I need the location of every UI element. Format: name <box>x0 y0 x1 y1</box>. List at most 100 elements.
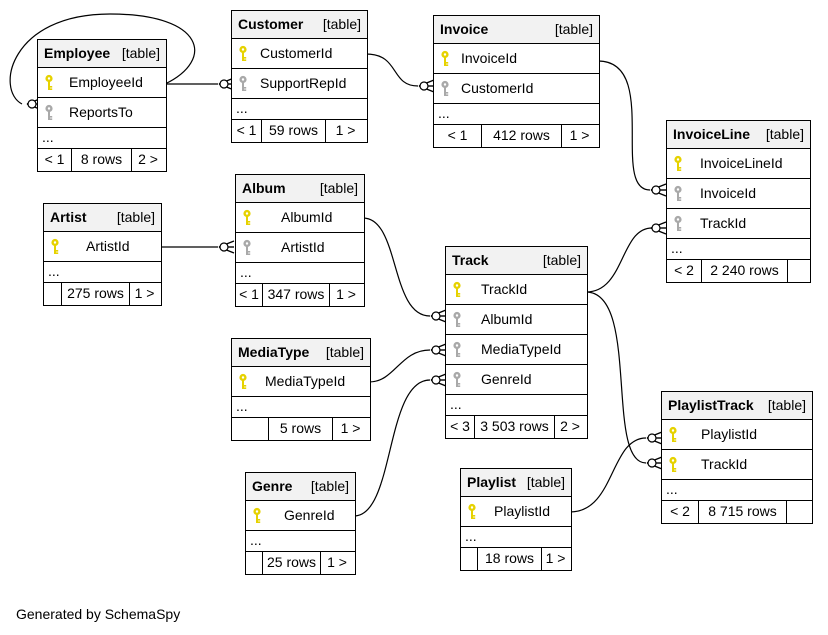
column-row[interactable]: ArtistId <box>236 233 364 263</box>
parent-count[interactable] <box>246 552 263 574</box>
child-count[interactable]: 2 > <box>138 151 158 167</box>
child-count[interactable]: 1 > <box>134 285 155 301</box>
column-name[interactable]: ArtistId <box>86 238 130 254</box>
column-name[interactable]: MediaTypeId <box>265 373 346 389</box>
table-name[interactable]: MediaType <box>238 344 310 360</box>
column-name[interactable]: TrackId <box>701 456 748 472</box>
more-columns-ellipsis: ... <box>667 239 810 260</box>
column-row[interactable]: InvoiceLineId <box>667 149 810 179</box>
rel-employee-reportsto <box>9 13 196 105</box>
column-name[interactable]: InvoiceId <box>700 185 757 201</box>
column-row[interactable]: InvoiceId <box>667 179 810 209</box>
table-type-label: [table] <box>121 45 160 61</box>
column-row[interactable]: EmployeeId <box>38 68 166 98</box>
foreign-key-icon <box>452 371 462 389</box>
table-name[interactable]: Artist <box>50 209 87 225</box>
column-name[interactable]: GenreId <box>284 507 335 523</box>
column-row[interactable]: GenreId <box>446 365 587 395</box>
column-row[interactable]: ReportsTo <box>38 98 166 128</box>
parent-count[interactable]: < 2 <box>662 501 699 523</box>
child-count[interactable] <box>788 260 808 282</box>
column-row[interactable]: ArtistId <box>44 232 161 262</box>
column-row[interactable]: AlbumId <box>236 203 364 233</box>
table-type-label: [table] <box>542 252 581 268</box>
parent-count[interactable] <box>461 548 478 570</box>
column-name[interactable]: AlbumId <box>281 209 333 225</box>
parent-count[interactable]: < 1 <box>434 125 482 147</box>
column-row[interactable]: CustomerId <box>434 74 599 104</box>
column-name[interactable]: SupportRepId <box>260 75 347 91</box>
column-name[interactable]: InvoiceId <box>461 50 518 66</box>
table-name[interactable]: Playlist <box>467 474 517 490</box>
column-row[interactable]: SupportRepId <box>232 69 367 99</box>
table-name[interactable]: Album <box>242 180 286 196</box>
child-count[interactable]: 1 > <box>336 286 356 302</box>
column-name[interactable]: TrackId <box>700 215 747 231</box>
column-row[interactable]: MediaTypeId <box>232 367 370 397</box>
row-count: 59 rows <box>262 120 326 142</box>
child-count[interactable]: 1 > <box>569 127 590 143</box>
parent-count[interactable]: < 1 <box>38 149 72 171</box>
column-name[interactable]: MediaTypeId <box>481 341 562 357</box>
table-name[interactable]: InvoiceLine <box>673 126 751 142</box>
parent-count[interactable]: < 3 <box>446 416 475 438</box>
column-name[interactable]: CustomerId <box>260 45 333 61</box>
parent-count[interactable] <box>232 418 269 440</box>
column-row[interactable]: PlaylistId <box>461 497 571 527</box>
child-count[interactable]: 2 > <box>560 418 580 434</box>
primary-key-icon <box>668 456 678 474</box>
column-row[interactable]: CustomerId <box>232 39 367 69</box>
child-count[interactable]: 1 > <box>335 122 356 138</box>
table-header: Employee [table] <box>38 40 166 68</box>
column-name[interactable]: TrackId <box>481 281 528 297</box>
row-count: 275 rows <box>62 283 130 305</box>
parent-count[interactable]: < 1 <box>232 120 262 142</box>
column-row[interactable]: PlaylistId <box>662 420 812 450</box>
row-count: 8 715 rows <box>699 501 787 523</box>
parent-count[interactable] <box>44 283 62 305</box>
column-name[interactable]: ReportsTo <box>69 104 133 120</box>
column-row[interactable]: GenreId <box>246 501 355 531</box>
column-name[interactable]: EmployeeId <box>69 74 143 90</box>
column-row[interactable]: InvoiceId <box>434 44 599 74</box>
column-row[interactable]: MediaTypeId <box>446 335 587 365</box>
column-name[interactable]: GenreId <box>481 371 532 387</box>
table-name[interactable]: Customer <box>238 16 304 32</box>
table-name[interactable]: Invoice <box>440 21 489 37</box>
column-name[interactable]: CustomerId <box>461 80 534 96</box>
column-name[interactable]: ArtistId <box>281 239 325 255</box>
column-row[interactable]: TrackId <box>667 209 810 239</box>
child-count[interactable] <box>787 501 810 523</box>
parent-count[interactable]: < 2 <box>667 260 702 282</box>
column-row[interactable]: TrackId <box>446 275 587 305</box>
column-row[interactable]: AlbumId <box>446 305 587 335</box>
column-name[interactable]: InvoiceLineId <box>700 155 783 171</box>
table-name[interactable]: PlaylistTrack <box>668 397 754 413</box>
table-name[interactable]: Employee <box>44 45 111 61</box>
column-name[interactable]: PlaylistId <box>494 503 551 519</box>
column-name[interactable]: PlaylistId <box>701 426 758 442</box>
child-count[interactable]: 1 > <box>327 554 347 570</box>
table-name[interactable]: Genre <box>252 478 293 494</box>
column-row[interactable]: TrackId <box>662 450 812 480</box>
parent-count[interactable]: < 1 <box>236 284 263 306</box>
row-count: 5 rows <box>269 418 333 440</box>
child-count[interactable]: 1 > <box>340 420 361 436</box>
column-name[interactable]: AlbumId <box>481 311 533 327</box>
table-header: Track [table] <box>446 247 587 275</box>
primary-key-icon <box>44 74 54 92</box>
child-count[interactable]: 1 > <box>545 550 566 566</box>
table-name[interactable]: Track <box>452 252 489 268</box>
